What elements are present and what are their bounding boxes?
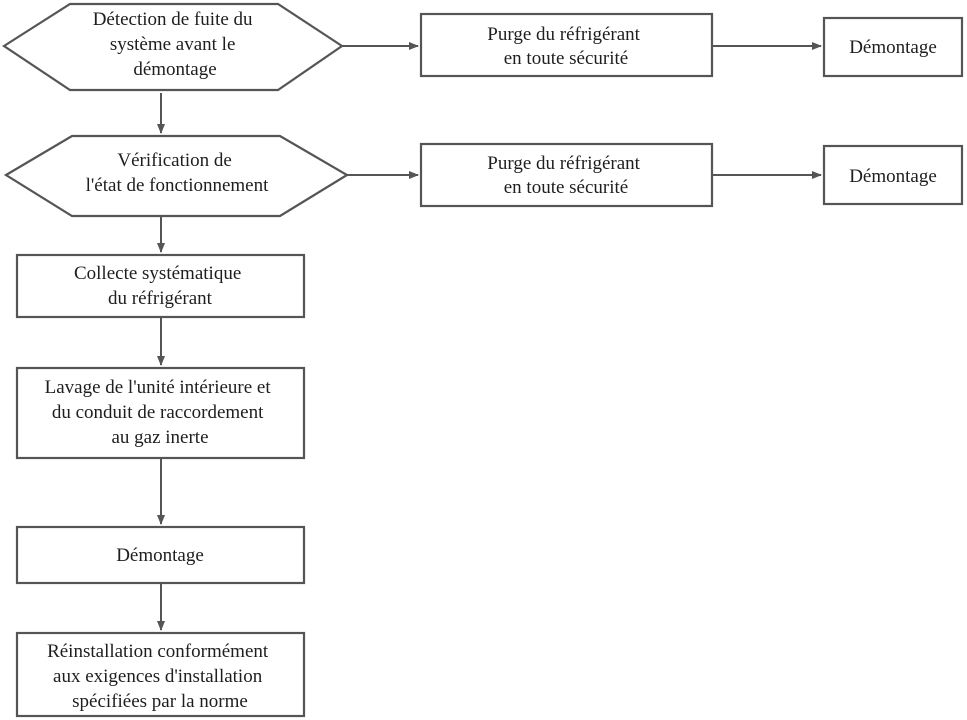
process-box — [419, 12, 714, 78]
label-line: en toute sécurité — [504, 177, 629, 198]
label-line: Purge du réfrigérant — [487, 153, 640, 174]
node-label: Collecte systématique du réfrigérant — [74, 263, 246, 309]
label-line: du conduit de raccordement — [52, 402, 264, 423]
label-line: Démontage — [849, 166, 937, 187]
label-line: Collecte systématique — [74, 263, 241, 284]
process-box — [15, 525, 306, 585]
process-box — [15, 253, 306, 319]
node-reinstall: Réinstallation conformément aux exigence… — [15, 631, 306, 718]
node-label: Purge du réfrigérant en toute sécurité — [487, 153, 644, 198]
label-line: au gaz inerte — [111, 427, 208, 448]
node-collection: Collecte systématique du réfrigérant — [15, 253, 306, 319]
label-line: Lavage de l'unité intérieure et — [45, 377, 272, 398]
label-line: démontage — [133, 59, 216, 80]
node-purge-2: Purge du réfrigérant en toute sécurité — [419, 142, 714, 208]
node-label: Purge du réfrigérant en toute sécurité — [487, 24, 644, 69]
process-box — [15, 631, 306, 718]
node-check-operation: Vérification de l'état de fonctionnement — [3, 134, 350, 218]
label-line: Vérification de — [117, 150, 231, 171]
decision-hexagon — [1, 2, 344, 92]
label-line: du réfrigérant — [108, 288, 213, 309]
process-box — [822, 16, 964, 78]
node-label: Démontage — [849, 37, 937, 58]
process-box — [419, 142, 714, 208]
process-box — [822, 144, 964, 206]
label-line: en toute sécurité — [504, 48, 629, 69]
node-label: Démontage — [849, 166, 937, 187]
label-line: Réinstallation conformément — [47, 641, 269, 662]
node-label: Vérification de l'état de fonctionnement — [86, 150, 270, 196]
label-line: Démontage — [116, 545, 204, 566]
node-dismantle-2: Démontage — [822, 144, 964, 206]
node-purge-1: Purge du réfrigérant en toute sécurité — [419, 12, 714, 78]
node-label: Lavage de l'unité intérieure et du condu… — [45, 377, 276, 448]
label-line: Purge du réfrigérant — [487, 24, 640, 45]
node-label: Détection de fuite du système avant le d… — [93, 9, 258, 80]
flowchart-edges — [157, 42, 822, 631]
node-washing: Lavage de l'unité intérieure et du condu… — [15, 366, 306, 460]
label-line: Démontage — [849, 37, 937, 58]
node-leak-detection: Détection de fuite du système avant le d… — [1, 2, 344, 92]
process-box — [15, 366, 306, 460]
node-label: Réinstallation conformément aux exigence… — [47, 641, 273, 712]
label-line: Détection de fuite du — [93, 9, 253, 30]
node-dismantle-1: Démontage — [822, 16, 964, 78]
node-label: Démontage — [116, 545, 204, 566]
label-line: spécifiées par la norme — [72, 691, 248, 712]
label-line: système avant le — [110, 34, 236, 55]
decision-hexagon — [3, 134, 350, 218]
label-line: l'état de fonctionnement — [86, 175, 270, 196]
label-line: aux exigences d'installation — [53, 666, 263, 687]
node-dismantle-3: Démontage — [15, 525, 306, 585]
